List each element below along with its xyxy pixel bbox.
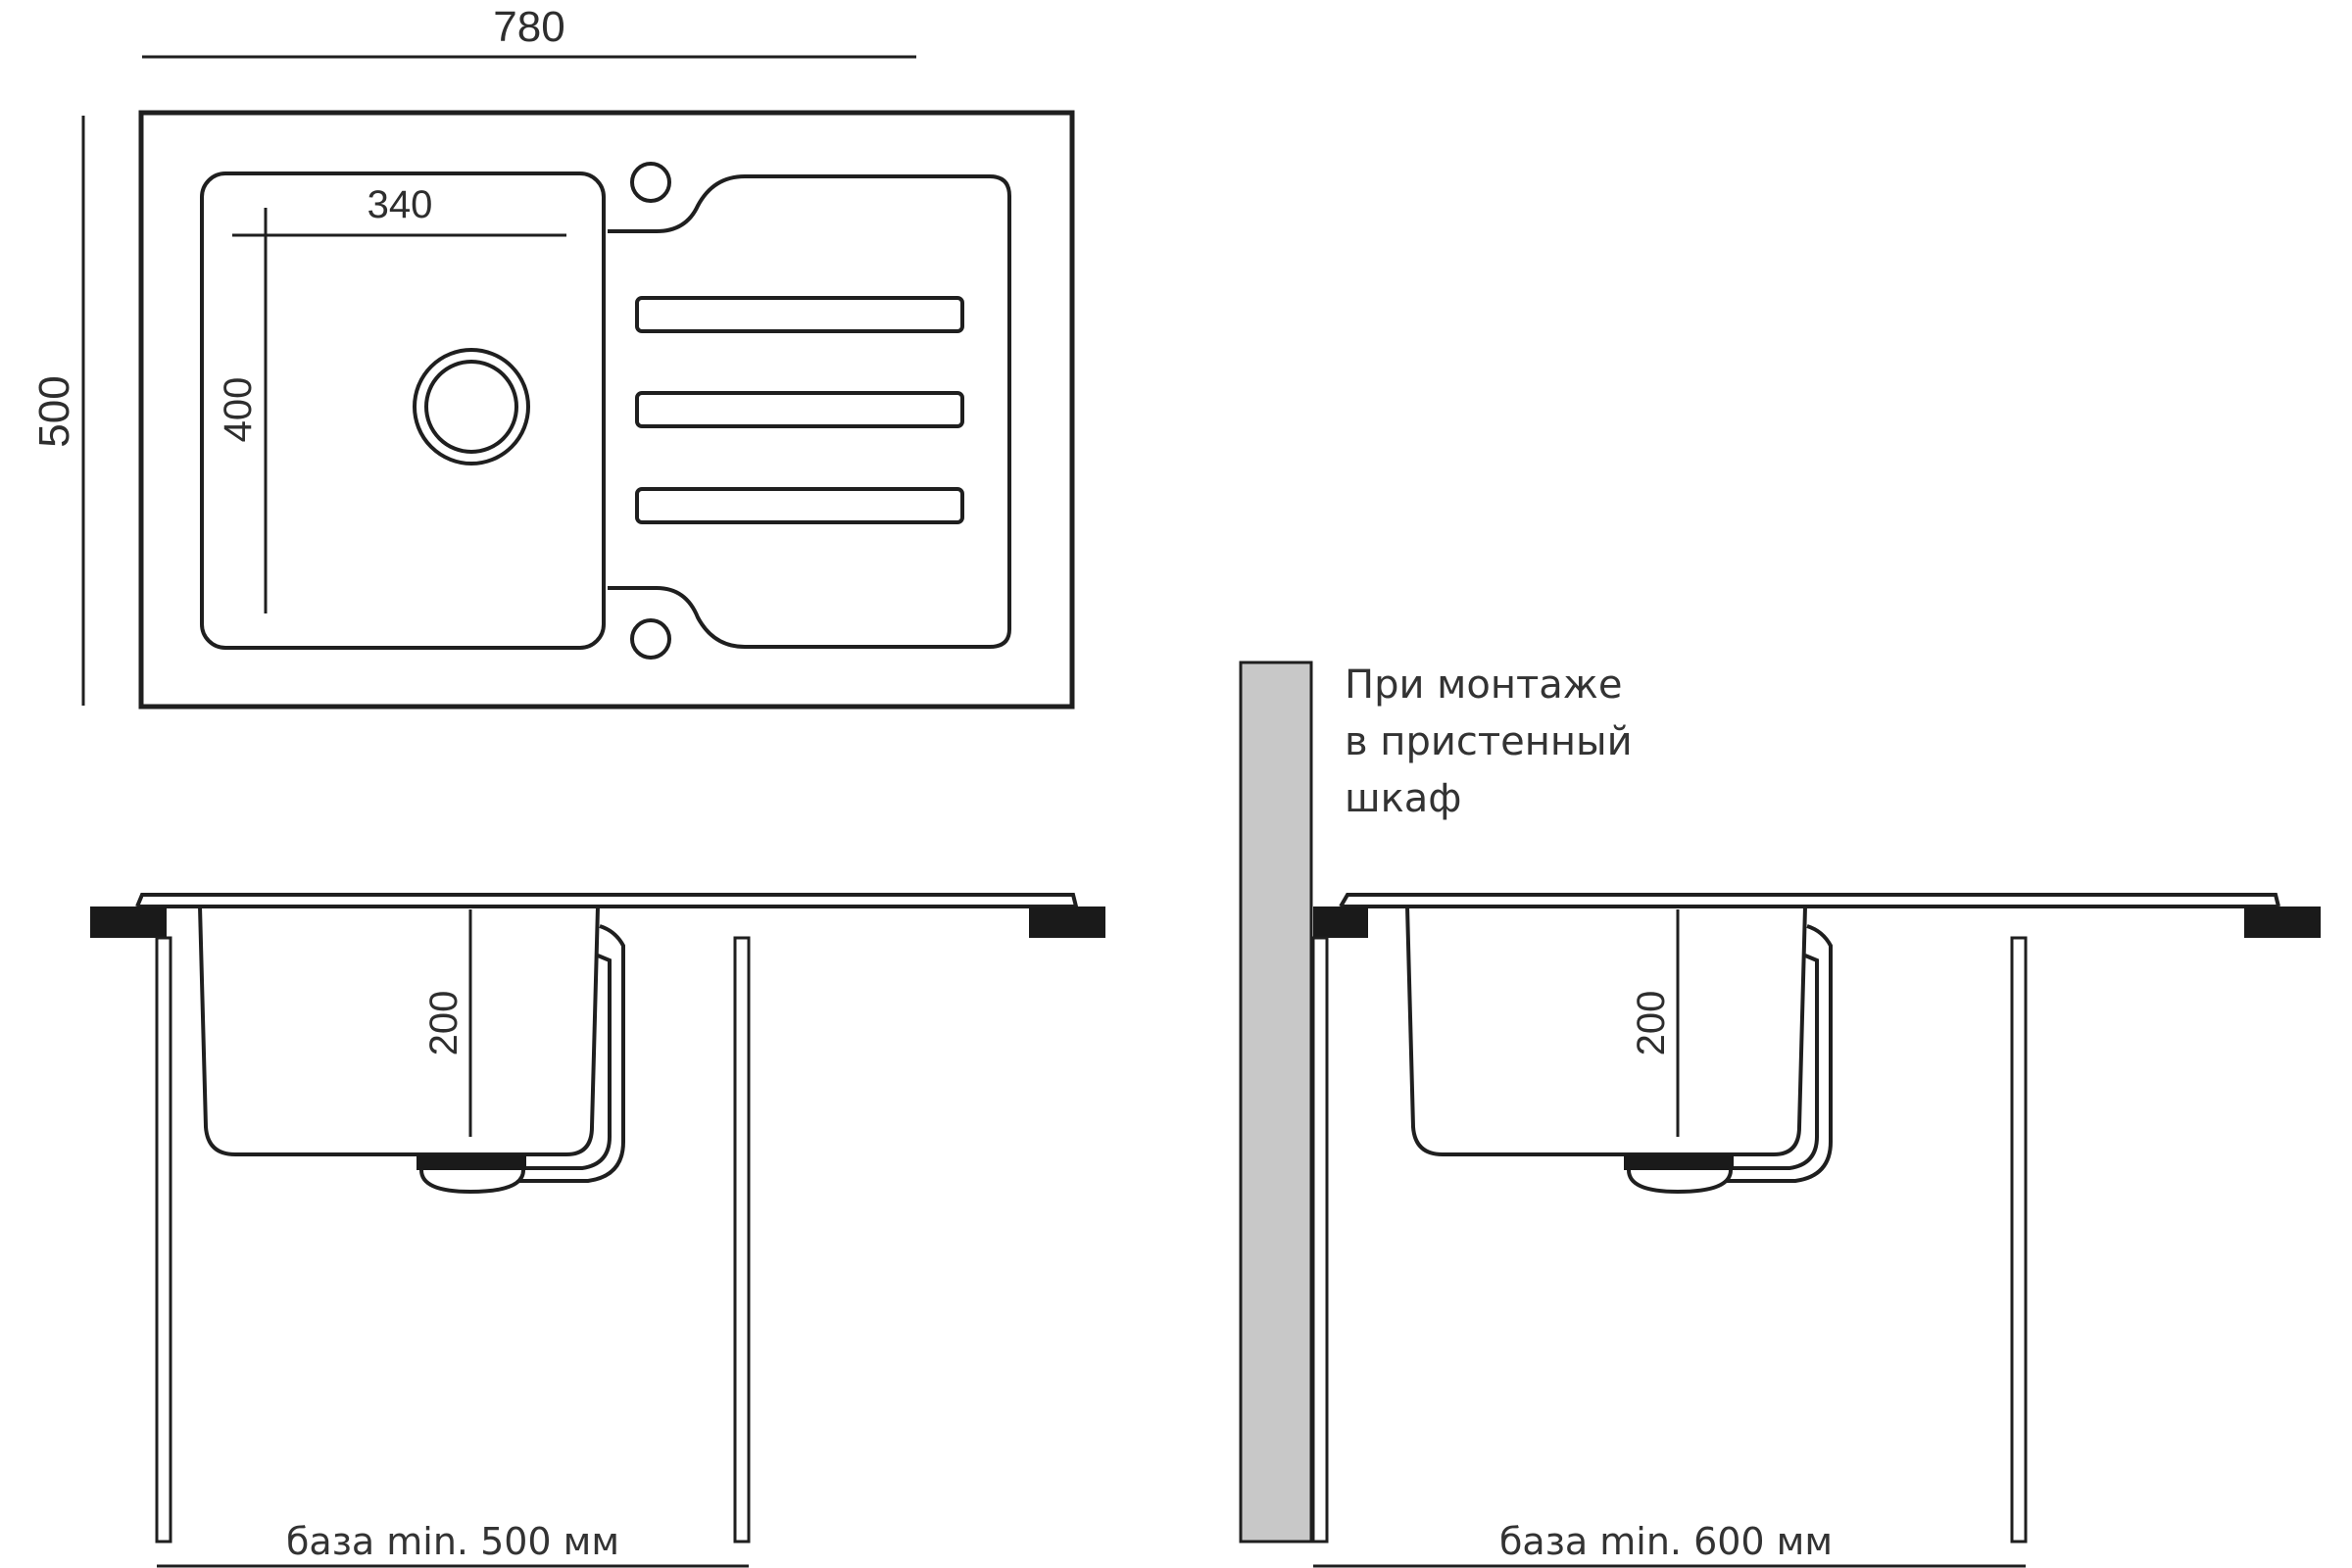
bowl-section-wall [1405, 906, 1807, 1156]
bowl-width-label: 340 [368, 183, 433, 226]
height-label: 500 [30, 375, 78, 447]
side-view-wall: При монтаже в пристенный шкаф 200 база m… [1239, 661, 2321, 1568]
base-label: база min. 500 мм [286, 1520, 619, 1563]
bowl-outline [200, 172, 606, 650]
drain-cup-wall [1627, 1169, 1733, 1195]
wall [1239, 661, 1313, 1544]
depth-label: 200 [422, 991, 466, 1056]
overflow-pipe-wall [1727, 924, 1833, 1183]
top-view: 780 500 340 400 [30, 3, 1075, 710]
mount-note-line-2: в пристенный [1345, 719, 1633, 764]
cabinet-left-wall-2 [1311, 936, 1329, 1544]
cabinet-right-wall-2 [2010, 936, 2028, 1544]
drain-strainer-wall [1624, 1154, 1734, 1170]
right-countertop-edge-wall [2244, 906, 2321, 938]
sink-outline [138, 110, 1075, 710]
drain-groove-2 [635, 391, 964, 428]
overflow-pipe [519, 924, 625, 1183]
bowl-section [198, 906, 600, 1156]
base-label-wall: база min. 600 мм [1499, 1520, 1833, 1563]
left-countertop-edge [90, 906, 167, 938]
sink-rim-wall [1339, 893, 2280, 908]
cabinet-left-wall [155, 936, 172, 1544]
drain-groove-1 [635, 296, 964, 333]
width-label: 780 [493, 3, 564, 51]
mount-note-line-3: шкаф [1345, 776, 1461, 821]
left-countertop-edge-wall [1313, 906, 1368, 938]
drain-icon [413, 348, 530, 466]
drain-cup [419, 1169, 525, 1195]
drain-groove-3 [635, 487, 964, 524]
cabinet-right-wall [733, 936, 751, 1544]
mount-note-line-1: При монтаже [1345, 662, 1622, 708]
depth-label-wall: 200 [1630, 991, 1673, 1056]
side-view-standard: 200 база min. 500 мм [90, 893, 1105, 1568]
drain-strainer [416, 1154, 526, 1170]
right-countertop-edge [1029, 906, 1105, 938]
drainboard-outline [608, 174, 1011, 649]
tap-hole-top-icon [630, 162, 671, 203]
bowl-depth-label: 400 [217, 377, 260, 443]
tap-hole-bottom-icon [630, 618, 671, 660]
